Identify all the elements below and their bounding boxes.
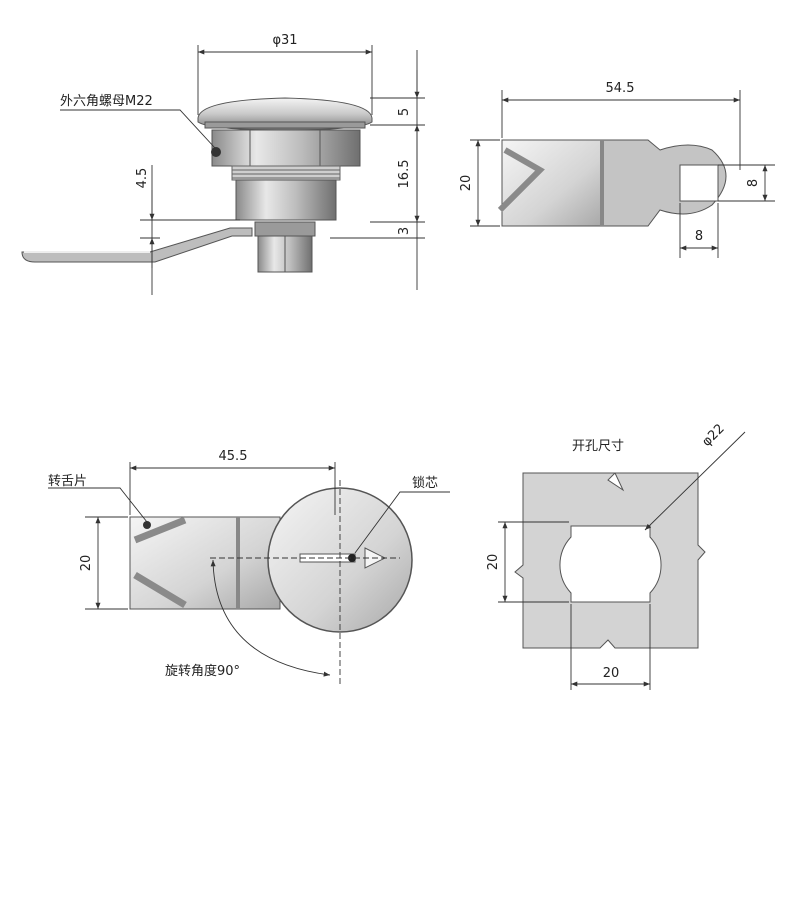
dim-gap-3: 3 xyxy=(397,227,412,235)
dim-diameter-31: φ31 xyxy=(272,33,297,48)
dim-cutout-width-20: 20 xyxy=(603,666,620,681)
top-view: 45.5 20 转舌片 锁芯 旋转角度90° xyxy=(48,449,450,685)
dim-body-16-5: 16.5 xyxy=(397,160,412,189)
side-view: φ31 5 16.5 3 4.5 外六角螺母M22 xyxy=(21,33,425,295)
thread xyxy=(231,165,341,181)
label-cam-tongue: 转舌片 xyxy=(48,474,87,489)
dim-square-8-h: 8 xyxy=(746,179,761,187)
dim-length-45-5: 45.5 xyxy=(219,449,248,464)
head-rim xyxy=(204,121,366,129)
dim-height-20-top: 20 xyxy=(79,555,94,572)
cam-lever xyxy=(21,227,253,263)
cutout-hole xyxy=(559,525,662,603)
dim-head-5: 5 xyxy=(397,108,412,116)
lock-body xyxy=(235,179,337,221)
set-screw xyxy=(211,147,221,157)
cam-dot xyxy=(143,521,151,529)
dim-height-20-right: 20 xyxy=(459,175,474,192)
bottom-nut xyxy=(254,221,316,237)
dim-offset-4-5: 4.5 xyxy=(135,168,150,189)
label-lock-core: 锁芯 xyxy=(412,475,438,491)
dim-cutout-diameter-22: φ22 xyxy=(699,421,727,449)
dim-length-54-5: 54.5 xyxy=(606,81,635,96)
hex-nut xyxy=(211,129,361,167)
label-rotation-angle: 旋转角度90° xyxy=(165,663,240,679)
cutout-view: 20 20 φ22 开孔尺寸 xyxy=(486,421,746,690)
label-hex-nut: 外六角螺母M22 xyxy=(60,94,153,109)
dim-cutout-height-20: 20 xyxy=(486,554,501,571)
cam-side-view: 54.5 20 8 8 xyxy=(459,81,775,258)
cutout-title: 开孔尺寸 xyxy=(572,439,624,454)
square-hole xyxy=(679,164,719,202)
dim-square-8-w: 8 xyxy=(695,229,703,244)
